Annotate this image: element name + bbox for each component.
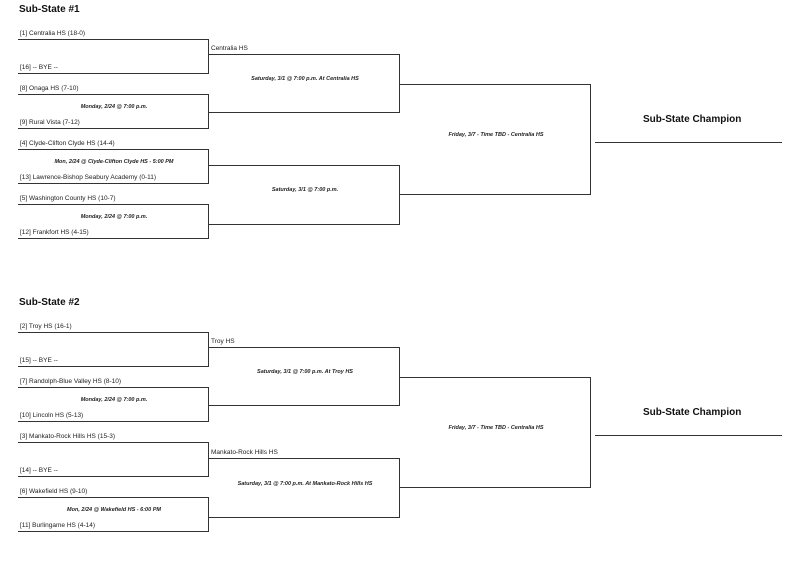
game-info: Saturday, 3/1 @ 7:00 p.m. At Centralia H… [251, 76, 359, 82]
bracket-line [209, 405, 400, 406]
bracket-line [399, 458, 400, 518]
bracket-line [208, 149, 209, 184]
team-slot: [10] Lincoln HS (5-13) [20, 412, 84, 419]
bracket-line [400, 84, 591, 85]
bracket-line [18, 421, 209, 422]
bracket-line [208, 94, 209, 129]
bracket-line [208, 497, 209, 532]
bracket-line [208, 442, 209, 477]
champion-line [595, 435, 782, 436]
bracket-line [400, 194, 591, 195]
game-info: Mon, 2/24 @ Wakefield HS - 6:00 PM [67, 507, 161, 513]
bracket-line [18, 476, 209, 477]
advanced-team: Troy HS [211, 338, 235, 345]
bracket-line [18, 204, 209, 205]
bracket-line [399, 165, 400, 225]
team-slot: [4] Clyde-Clifton Clyde HS (14-4) [20, 140, 115, 147]
game-info: Saturday, 3/1 @ 7:00 p.m. At Troy HS [257, 369, 353, 375]
bracket-line [590, 84, 591, 195]
bracket-line [18, 531, 209, 532]
game-info: Friday, 3/7 - Time TBD - Centralia HS [448, 132, 544, 138]
substate-2-heading: Sub-State #2 [19, 297, 80, 308]
team-slot: [2] Troy HS (16-1) [20, 323, 72, 330]
substate-1-champion-label: Sub-State Champion [643, 114, 742, 125]
bracket-line [208, 332, 209, 367]
bracket-line [18, 497, 209, 498]
champion-line [595, 142, 782, 143]
bracket-line [18, 442, 209, 443]
team-slot: [8] Onaga HS (7-10) [20, 85, 79, 92]
advanced-team: Centralia HS [211, 45, 248, 52]
team-slot: [9] Rural Vista (7-12) [20, 119, 80, 126]
bracket-line [209, 54, 400, 55]
bracket-line [400, 377, 591, 378]
team-slot: [16] -- BYE -- [20, 64, 58, 71]
team-slot: [3] Mankato-Rock Hills HS (15-3) [20, 433, 115, 440]
bracket-line [209, 347, 400, 348]
game-info: Mon, 2/24 @ Clyde-Clifton Clyde HS - 5:0… [54, 159, 174, 165]
bracket-line [208, 39, 209, 74]
team-slot: [12] Frankfort HS (4-15) [20, 229, 89, 236]
bracket-line [18, 387, 209, 388]
bracket-line [18, 366, 209, 367]
game-info: Friday, 3/7 - Time TBD - Centralia HS [448, 425, 544, 431]
advanced-team: Mankato-Rock Hills HS [211, 449, 278, 456]
game-info: Saturday, 3/1 @ 7:00 p.m. At Mankato-Roc… [237, 481, 373, 487]
team-slot: [11] Burlingame HS (4-14) [20, 522, 96, 529]
team-slot: [7] Randolph-Blue Valley HS (8-10) [20, 378, 122, 385]
team-slot: [6] Wakefield HS (9-10) [20, 488, 88, 495]
bracket-line [399, 347, 400, 406]
bracket-line [208, 204, 209, 239]
bracket-line [400, 487, 591, 488]
team-slot: [13] Lawrence-Bishop Seabury Academy (0-… [20, 174, 157, 181]
bracket-line [209, 224, 400, 225]
substate-1-heading: Sub-State #1 [19, 4, 80, 15]
team-slot: [15] -- BYE -- [20, 357, 58, 364]
team-slot: [14] -- BYE -- [20, 467, 58, 474]
bracket-line [18, 39, 209, 40]
bracket-line [209, 458, 400, 459]
bracket-line [18, 183, 209, 184]
bracket-line [18, 128, 209, 129]
team-slot: [5] Washington County HS (10-7) [20, 195, 116, 202]
game-info: Monday, 2/24 @ 7:00 p.m. [80, 214, 148, 220]
game-info: Saturday, 3/1 @ 7:00 p.m. [271, 187, 339, 193]
substate-2-champion-label: Sub-State Champion [643, 407, 742, 418]
bracket-line [18, 94, 209, 95]
bracket-line [209, 112, 400, 113]
game-info: Monday, 2/24 @ 7:00 p.m. [80, 397, 148, 403]
bracket-line [209, 517, 400, 518]
bracket-line [399, 54, 400, 113]
bracket-line [18, 149, 209, 150]
bracket-line [590, 377, 591, 488]
bracket-line [18, 73, 209, 74]
bracket-line [209, 165, 400, 166]
game-info: Monday, 2/24 @ 7:00 p.m. [80, 104, 148, 110]
bracket-line [18, 238, 209, 239]
team-slot: [1] Centralia HS (18-0) [20, 30, 86, 37]
bracket-line [208, 387, 209, 422]
bracket-line [18, 332, 209, 333]
